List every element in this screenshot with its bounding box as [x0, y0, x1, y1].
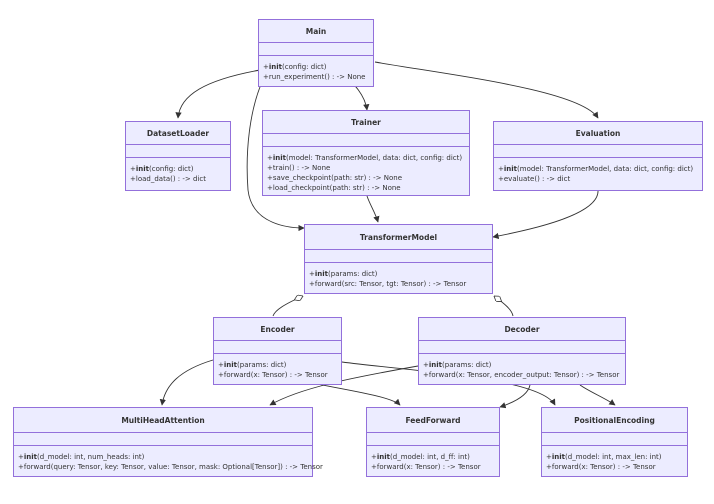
edge-encoder-mha — [159, 359, 214, 406]
method: +train() : -> None — [267, 164, 331, 172]
class-encoder-methods: +init(params: dict) +forward(x: Tensor) … — [214, 354, 341, 380]
class-transformermodel[interactable]: TransformerModel +init(params: dict) +fo… — [304, 224, 493, 294]
class-positionalencoding-attributes — [542, 433, 687, 446]
edge-trainer-transformer — [366, 195, 380, 223]
edge-decoder-feedforward — [499, 384, 531, 409]
class-main-attributes — [259, 43, 373, 56]
class-feedforward-name: FeedForward — [367, 408, 499, 433]
class-evaluation-name: Evaluation — [494, 122, 702, 145]
class-main[interactable]: Main +init(config: dict) +run_experiment… — [258, 19, 374, 87]
class-evaluation-attributes — [494, 145, 702, 158]
class-decoder-methods: +init(params: dict) +forward(x: Tensor, … — [419, 354, 625, 380]
edge-evaluation-transformer — [492, 189, 599, 240]
edge-transformer-decoder — [494, 296, 514, 317]
class-main-methods: +init(config: dict) +run_experiment() : … — [259, 56, 373, 82]
method: +forward(x: Tensor, encoder_output: Tens… — [423, 371, 620, 379]
class-multiheadattention-attributes — [14, 433, 312, 446]
method: +init(config: dict) — [130, 165, 194, 173]
edge-decoder-posenc — [579, 384, 616, 406]
method: +forward(x: Tensor) : -> Tensor — [546, 463, 656, 471]
class-positionalencoding-methods: +init(d_model: int, max_len: int) +forwa… — [542, 446, 687, 472]
method: +init(params: dict) — [218, 361, 287, 369]
method: +init(params: dict) — [309, 270, 378, 278]
class-feedforward-attributes — [367, 433, 499, 446]
method: +run_experiment() : -> None — [263, 73, 366, 81]
class-feedforward-methods: +init(d_model: int, d_ff: int) +forward(… — [367, 446, 499, 472]
method: +save_checkpoint(path: str) : -> None — [267, 174, 403, 182]
class-encoder-name: Encoder — [214, 318, 341, 341]
method: +init(model: TransformerModel, data: dic… — [498, 165, 694, 173]
method: +forward(src: Tensor, tgt: Tensor) : -> … — [309, 280, 467, 288]
class-evaluation[interactable]: Evaluation +init(model: TransformerModel… — [493, 121, 703, 191]
class-trainer-attributes — [263, 134, 469, 147]
method: +init(params: dict) — [423, 361, 492, 369]
class-trainer[interactable]: Trainer +init(model: TransformerModel, d… — [262, 110, 470, 196]
method: +evaluate() : -> dict — [498, 175, 571, 183]
method: +init(d_model: int, d_ff: int) — [371, 453, 470, 461]
class-decoder-attributes — [419, 341, 625, 354]
class-transformermodel-name: TransformerModel — [305, 225, 492, 250]
class-positionalencoding[interactable]: PositionalEncoding +init(d_model: int, m… — [541, 407, 688, 477]
class-evaluation-methods: +init(model: TransformerModel, data: dic… — [494, 158, 702, 184]
method: +init(config: dict) — [263, 63, 327, 71]
class-trainer-methods: +init(model: TransformerModel, data: dic… — [263, 147, 469, 193]
edge-main-transformer — [246, 81, 305, 232]
class-decoder-name: Decoder — [419, 318, 625, 341]
class-trainer-name: Trainer — [263, 111, 469, 134]
class-transformermodel-attributes — [305, 250, 492, 263]
method: +load_data() : -> dict — [130, 175, 206, 183]
class-decoder[interactable]: Decoder +init(params: dict) +forward(x: … — [418, 317, 626, 385]
method: +init(d_model: int, max_len: int) — [546, 453, 662, 461]
edge-transformer-encoder — [272, 296, 303, 317]
class-encoder[interactable]: Encoder +init(params: dict) +forward(x: … — [213, 317, 342, 385]
class-feedforward[interactable]: FeedForward +init(d_model: int, d_ff: in… — [366, 407, 500, 477]
method: +forward(x: Tensor) : -> Tensor — [218, 371, 328, 379]
class-datasetloader-attributes — [126, 145, 230, 158]
class-datasetloader[interactable]: DatasetLoader +init(config: dict) +load_… — [125, 121, 231, 191]
class-multiheadattention-name: MultiHeadAttention — [14, 408, 312, 433]
edge-main-datasetloader — [175, 69, 261, 119]
class-multiheadattention-methods: +init(d_model: int, num_heads: int) +for… — [14, 446, 323, 472]
method: +init(model: TransformerModel, data: dic… — [267, 154, 463, 162]
class-multiheadattention[interactable]: MultiHeadAttention +init(d_model: int, n… — [13, 407, 323, 477]
class-transformermodel-methods: +init(params: dict) +forward(src: Tensor… — [305, 263, 492, 289]
edge-main-evaluation — [374, 61, 599, 119]
class-datasetloader-name: DatasetLoader — [126, 122, 230, 145]
class-datasetloader-methods: +init(config: dict) +load_data() : -> di… — [126, 158, 230, 184]
class-positionalencoding-name: PositionalEncoding — [542, 408, 687, 433]
class-main-name: Main — [259, 20, 373, 43]
class-encoder-attributes — [214, 341, 341, 354]
method: +load_checkpoint(path: str) : -> None — [267, 184, 401, 192]
method: +init(d_model: int, num_heads: int) — [18, 453, 145, 461]
method: +forward(x: Tensor) : -> Tensor — [371, 463, 481, 471]
method: +forward(query: Tensor, key: Tensor, val… — [18, 463, 323, 471]
